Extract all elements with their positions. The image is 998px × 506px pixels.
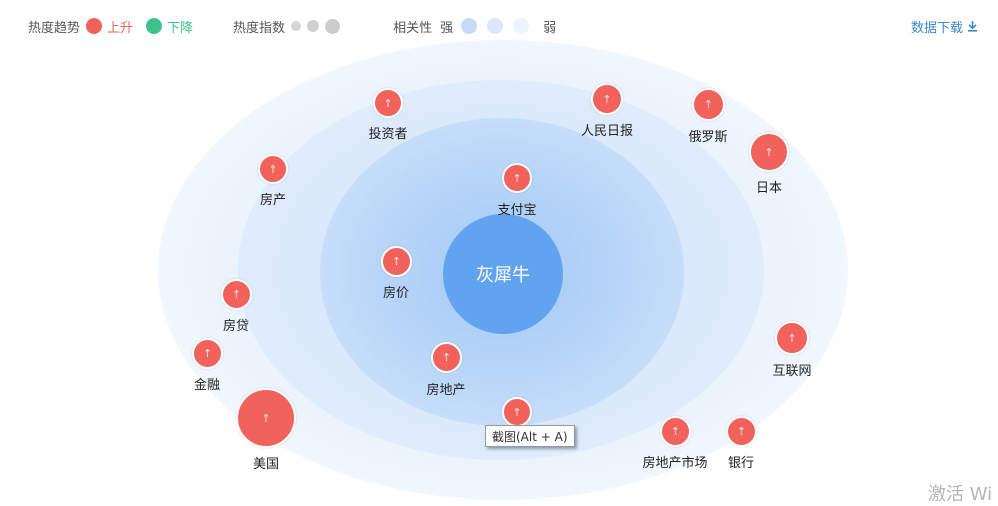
download-data-label: 数据下载 xyxy=(910,20,963,36)
keyword-node-label: 银行 xyxy=(727,456,755,471)
up-arrow-icon: ↑ xyxy=(512,405,522,419)
relevance-legend-label: 相关性 xyxy=(393,20,433,36)
download-data-button[interactable]: 数据下载 xyxy=(911,15,978,37)
keyword-node-label: 日本 xyxy=(755,181,783,196)
legend-bar: 热度趋势 上升 下降 热度指数 相关性 强 弱 xyxy=(28,15,562,37)
center-keyword-node[interactable]: 灰犀牛 xyxy=(443,214,563,334)
screenshot-tooltip: 截图(Alt + A) xyxy=(485,425,575,447)
keyword-node-label: 美国 xyxy=(252,457,280,472)
up-dot-icon xyxy=(86,18,103,34)
keyword-node-label: 房价 xyxy=(382,286,410,301)
down-dot-icon xyxy=(146,18,163,34)
relevance-medium-dot-icon xyxy=(487,18,504,34)
heat-large-dot-icon xyxy=(325,18,341,34)
down-legend-label: 下降 xyxy=(167,20,194,36)
up-arrow-icon: ↑ xyxy=(231,288,242,301)
up-arrow-icon: ↑ xyxy=(391,255,402,268)
download-icon xyxy=(968,21,977,32)
up-arrow-icon: ↑ xyxy=(441,351,452,364)
up-arrow-icon: ↑ xyxy=(670,425,681,438)
keyword-node-label: 人民日报 xyxy=(580,124,634,139)
heat-legend: 热度指数 xyxy=(233,17,341,36)
keyword-node-label: 俄罗斯 xyxy=(688,130,728,145)
up-arrow-icon: ↑ xyxy=(602,92,612,106)
keyword-node-label: 金融 xyxy=(193,378,221,393)
up-arrow-icon: ↑ xyxy=(764,145,774,159)
keyword-node-label: 房地产市场 xyxy=(642,456,708,471)
up-arrow-icon: ↑ xyxy=(268,162,278,176)
heat-legend-label: 热度指数 xyxy=(233,20,286,36)
activation-watermark: 激活 Wi xyxy=(928,484,993,505)
screenshot-tooltip-text: 截图(Alt + A) xyxy=(492,429,568,444)
keyword-node-label: 支付宝 xyxy=(497,203,537,218)
trend-legend: 热度趋势 上升 下降 xyxy=(28,17,193,36)
relevance-legend: 相关性 强 弱 xyxy=(393,17,562,36)
keyword-node-label: 投资者 xyxy=(368,127,408,142)
heat-medium-dot-icon xyxy=(307,20,320,32)
up-arrow-icon: ↑ xyxy=(736,425,747,438)
up-arrow-icon: ↑ xyxy=(703,98,714,111)
keyword-node-label: 房地产 xyxy=(426,383,466,398)
keyword-node-label: 房产 xyxy=(259,193,287,208)
relevance-weak-dot-icon xyxy=(513,18,530,34)
up-arrow-icon: ↑ xyxy=(261,411,271,425)
trend-legend-label: 热度趋势 xyxy=(28,20,81,36)
keyword-node-label: 互联网 xyxy=(772,364,812,379)
weak-legend-label: 弱 xyxy=(543,20,557,36)
up-legend-label: 上升 xyxy=(107,20,134,36)
up-arrow-icon: ↑ xyxy=(512,171,522,185)
relevance-strong-dot-icon xyxy=(461,18,478,34)
up-arrow-icon: ↑ xyxy=(202,347,213,360)
up-arrow-icon: ↑ xyxy=(787,331,797,345)
center-keyword-label: 灰犀牛 xyxy=(476,265,530,286)
heat-small-dot-icon xyxy=(291,21,302,31)
strong-legend-label: 强 xyxy=(440,20,454,36)
up-arrow-icon: ↑ xyxy=(383,96,393,110)
keyword-node-label: 房贷 xyxy=(222,319,250,334)
